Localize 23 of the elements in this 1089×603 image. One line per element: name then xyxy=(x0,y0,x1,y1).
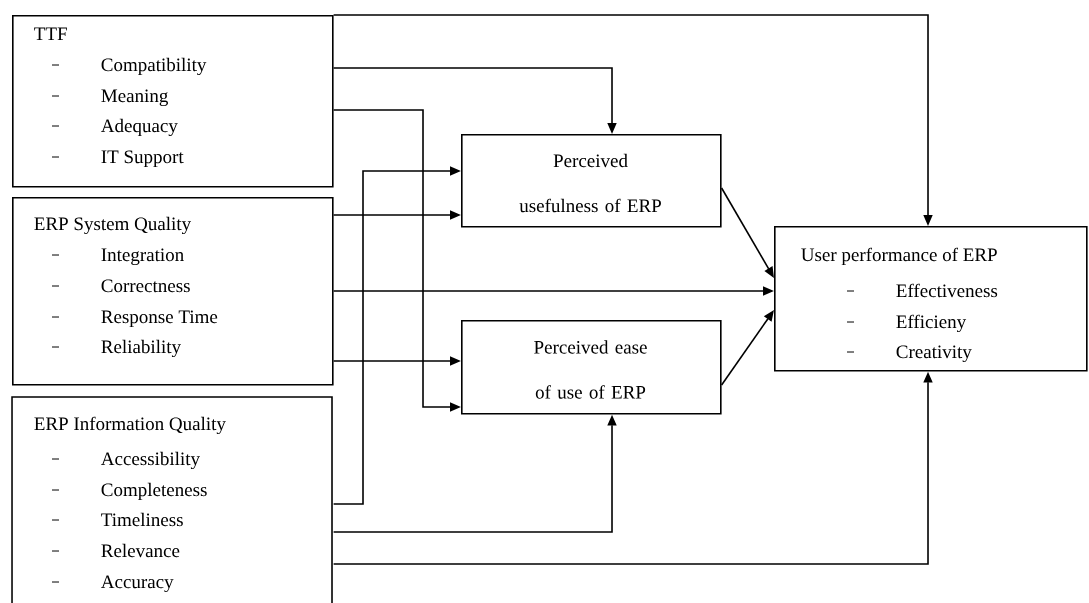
list-item: IT Support xyxy=(101,150,184,168)
list-item: Adequacy xyxy=(101,118,178,137)
box-title: User performance of ERP xyxy=(801,247,997,266)
box-label: Perceived ease of use of ERP xyxy=(534,340,647,399)
list-item: Completeness xyxy=(101,482,207,501)
list-item: Relevance xyxy=(101,543,180,558)
list-item: Accuracy xyxy=(101,575,174,593)
list-item: Response Time xyxy=(101,310,218,328)
arrow xyxy=(720,310,774,386)
list-item: Timeliness xyxy=(101,512,183,527)
box-title: TTF xyxy=(34,27,67,40)
list-item: Reliability xyxy=(101,339,181,358)
list-item: Meaning xyxy=(101,89,168,107)
list-item: Integration xyxy=(101,248,184,266)
list-item: Creativity xyxy=(896,345,972,363)
list-item: Effectiveness xyxy=(896,283,998,298)
list-item: Compatibility xyxy=(101,57,207,76)
list-item: Efficieny xyxy=(896,314,967,333)
list-item: Correctness xyxy=(101,279,190,293)
box-title: ERP System Quality xyxy=(34,216,192,235)
list-item: Accessibility xyxy=(101,451,200,470)
box-title: ERP Information Quality xyxy=(34,416,226,435)
box-label: Perceived usefulness of ERP xyxy=(519,153,661,213)
